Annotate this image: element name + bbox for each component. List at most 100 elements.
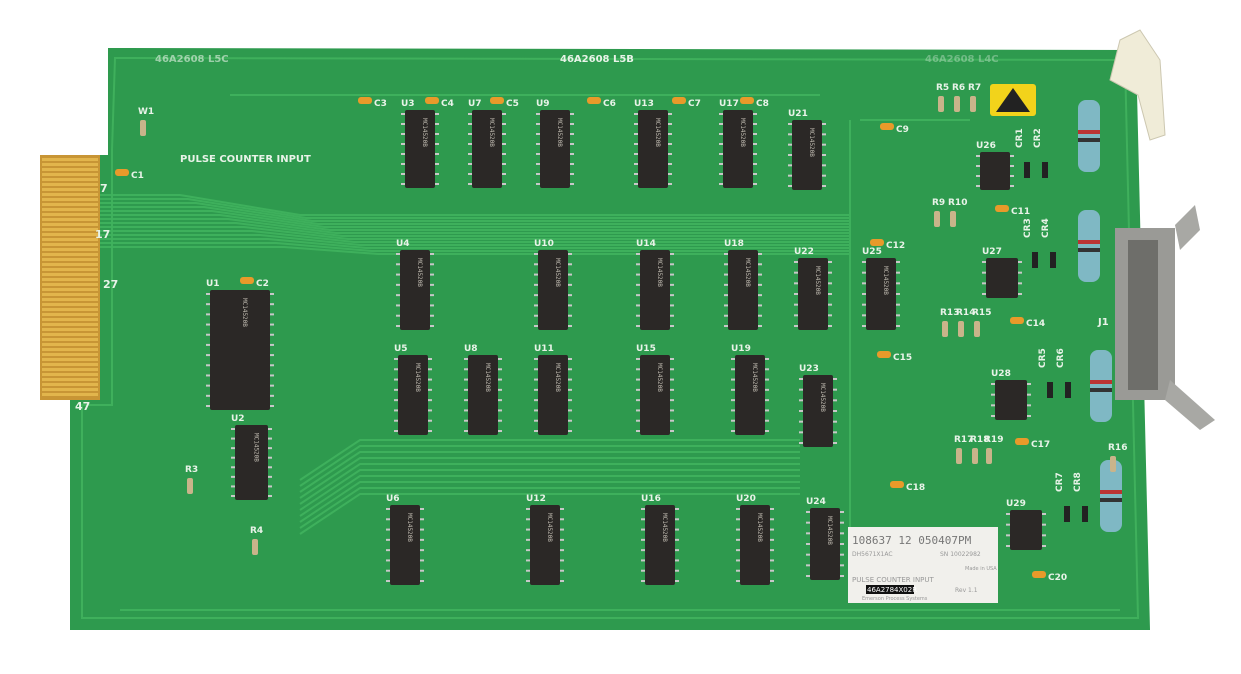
ic-chip-u20: MC14520B bbox=[736, 505, 774, 585]
chip-pin bbox=[1042, 534, 1046, 537]
ic-chip-u21: MC14520B bbox=[788, 120, 826, 190]
chip-pin bbox=[736, 559, 740, 562]
capacitor bbox=[425, 97, 439, 104]
chip-pin bbox=[765, 409, 769, 412]
chip-pin bbox=[206, 384, 210, 387]
ic-chip-u4: MC14520B bbox=[396, 250, 434, 330]
chip-pin bbox=[401, 163, 405, 165]
chip-pin bbox=[1042, 513, 1046, 515]
chip-pin bbox=[675, 580, 679, 582]
chip-pin bbox=[799, 378, 803, 380]
chip-pin bbox=[675, 528, 679, 531]
chip-pin bbox=[435, 133, 439, 135]
chip-pin bbox=[270, 374, 274, 377]
chip-marking: MC14520B bbox=[808, 128, 815, 157]
chip-pin bbox=[435, 123, 439, 125]
trace bbox=[120, 94, 1120, 611]
chip-pin bbox=[636, 263, 640, 266]
trace bbox=[100, 226, 850, 240]
chip-marking: MC14520B bbox=[484, 363, 491, 392]
gold-finger bbox=[42, 243, 98, 246]
diode-label: CR8 bbox=[1073, 472, 1083, 492]
chip-pin bbox=[670, 430, 674, 432]
chip-label: U28 bbox=[991, 369, 1011, 379]
chip-pin bbox=[670, 419, 674, 422]
chip-label: U26 bbox=[976, 141, 996, 151]
chip-pin bbox=[568, 358, 572, 360]
chip-pin bbox=[724, 253, 728, 255]
chip-pin bbox=[1006, 523, 1010, 526]
chip-pin bbox=[270, 384, 274, 387]
capacitor bbox=[672, 97, 686, 104]
chip-pin bbox=[568, 314, 572, 317]
diode bbox=[1064, 506, 1070, 522]
chip-pin bbox=[724, 273, 728, 276]
chip-pin bbox=[758, 263, 762, 266]
ejector-tab[interactable] bbox=[1109, 29, 1166, 141]
resistor-label: R7 bbox=[968, 83, 981, 93]
chip-pin bbox=[758, 304, 762, 307]
chip-body bbox=[723, 110, 753, 188]
ic-chip-u16: MC14520B bbox=[641, 505, 679, 585]
chip-pin bbox=[568, 388, 572, 391]
chip-label: U12 bbox=[526, 494, 546, 504]
chip-pin bbox=[568, 419, 572, 422]
chip-pin bbox=[991, 383, 995, 385]
chip-label: U2 bbox=[231, 414, 245, 424]
chip-pin bbox=[1010, 165, 1014, 167]
chip-pin bbox=[534, 325, 538, 327]
chip-pin bbox=[675, 518, 679, 521]
chip-pin bbox=[833, 410, 837, 412]
chip-pin bbox=[724, 314, 728, 317]
chip-pin bbox=[231, 485, 235, 488]
chip-pin bbox=[670, 368, 674, 371]
resistor bbox=[252, 539, 258, 555]
chip-body bbox=[210, 290, 270, 410]
chip-pin bbox=[840, 575, 844, 577]
chip-pin bbox=[982, 261, 986, 263]
chip-pin bbox=[430, 263, 434, 266]
capacitor bbox=[587, 97, 601, 104]
chip-pin bbox=[468, 133, 472, 135]
chip-pin bbox=[498, 419, 502, 422]
chip-pin bbox=[758, 314, 762, 317]
trace bbox=[299, 475, 800, 517]
trace bbox=[100, 206, 850, 225]
chip-pin bbox=[641, 569, 645, 572]
chip-body bbox=[728, 250, 758, 330]
chip-pin bbox=[468, 183, 472, 185]
chip-pin bbox=[788, 123, 792, 125]
gold-finger bbox=[42, 308, 98, 311]
chip-pin bbox=[636, 368, 640, 371]
chip-pin bbox=[536, 163, 540, 165]
ribbon-connector-j1[interactable] bbox=[1115, 205, 1215, 430]
chip-pin bbox=[502, 183, 506, 185]
resistor bbox=[1110, 456, 1116, 472]
chip-pin bbox=[270, 293, 274, 295]
chip-label: U21 bbox=[788, 109, 808, 119]
chip-pin bbox=[896, 282, 900, 285]
chip-pin bbox=[670, 325, 674, 327]
chip-pin bbox=[536, 133, 540, 135]
chip-pin bbox=[464, 430, 468, 432]
chip-pin bbox=[568, 294, 572, 297]
chip-pin bbox=[670, 388, 674, 391]
capacitor bbox=[880, 123, 894, 130]
chip-label: U25 bbox=[862, 247, 882, 257]
chip-pin bbox=[896, 314, 900, 317]
chip-pin bbox=[668, 153, 672, 155]
chip-pin bbox=[386, 538, 390, 541]
chip-pin bbox=[401, 143, 405, 145]
chip-label: U27 bbox=[982, 247, 1002, 257]
chip-pin bbox=[386, 580, 390, 582]
chip-pin bbox=[536, 113, 540, 115]
chip-label: U15 bbox=[636, 344, 656, 354]
chip-pin bbox=[498, 388, 502, 391]
chip-pin bbox=[765, 358, 769, 360]
chip-pin bbox=[206, 343, 210, 346]
chip-marking: MC14520B bbox=[416, 258, 423, 287]
chip-pin bbox=[435, 163, 439, 165]
chip-pin bbox=[526, 528, 530, 531]
chip-pin bbox=[1010, 175, 1014, 177]
chip-pin bbox=[560, 549, 564, 552]
